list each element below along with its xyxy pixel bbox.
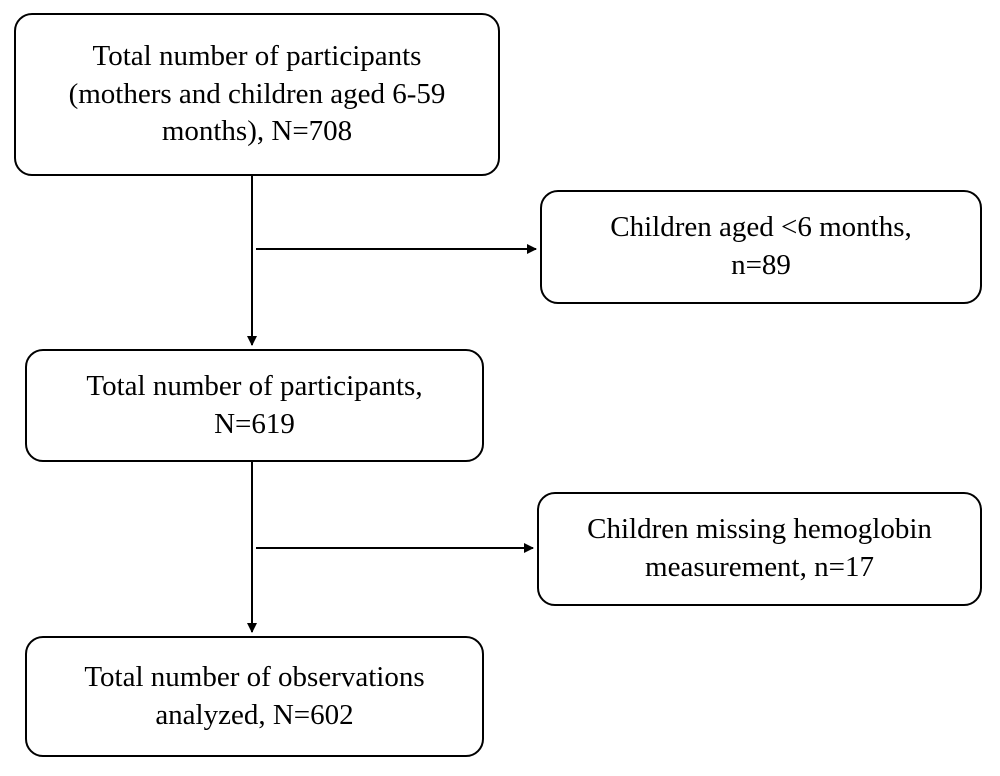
remaining-participants-text: Total number of participants, N=619 — [86, 368, 422, 443]
analyzed-observations-line-1: Total number of observations — [84, 660, 425, 693]
exclusion-age-line-2: n=89 — [731, 249, 791, 281]
remaining-participants-line-1: Total number of participants, — [86, 369, 423, 402]
exclusion-age-box: Children aged <6 months, n=89 — [540, 190, 982, 304]
exclusion-age-line-1: Children aged <6 months, — [610, 211, 912, 244]
remaining-participants-box: Total number of participants, N=619 — [25, 349, 484, 462]
exclusion-hemoglobin-box: Children missing hemoglobin measurement,… — [537, 492, 982, 606]
analyzed-observations-box: Total number of observations analyzed, N… — [25, 636, 484, 757]
total-participants-box: Total number of participants (mothers an… — [14, 13, 500, 176]
total-participants-line-3: months), N=708 — [161, 115, 353, 148]
exclusion-age-text: Children aged <6 months, n=89 — [610, 209, 911, 284]
total-participants-line-2: (mothers and children aged 6-59 — [68, 77, 446, 110]
exclusion-hemoglobin-line-2: measurement, n=17 — [645, 551, 874, 583]
exclusion-hemoglobin-text: Children missing hemoglobin measurement,… — [587, 511, 932, 586]
exclusion-hemoglobin-line-1: Children missing hemoglobin — [587, 513, 932, 546]
remaining-participants-line-2: N=619 — [214, 407, 295, 440]
analyzed-observations-text: Total number of observations analyzed, N… — [84, 659, 424, 734]
total-participants-line-1: Total number of participants — [92, 39, 422, 72]
analyzed-observations-line-2: analyzed, N=602 — [155, 698, 354, 731]
total-participants-text: Total number of participants (mothers an… — [69, 38, 446, 151]
